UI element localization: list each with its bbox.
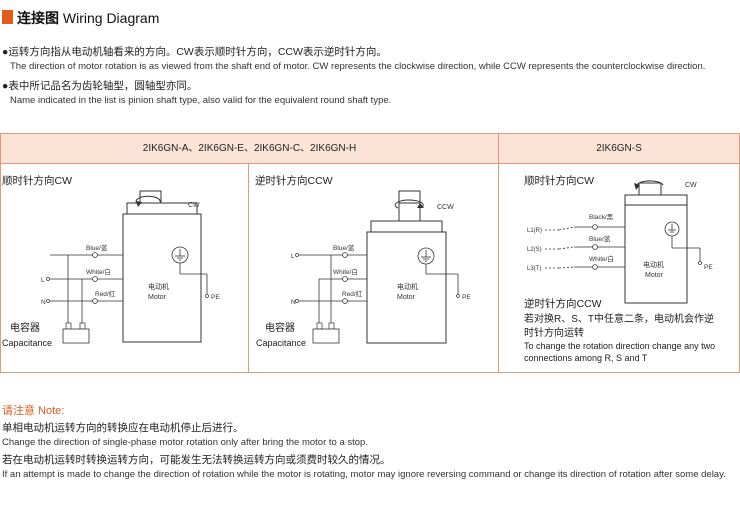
wiring-table: 2IK6GN-A、2IK6GN-E、2IK6GN-C、2IK6GN-H 2IK6… [0, 133, 740, 373]
note-line-3: 若在电动机运转时转换运转方向，可能发生无法转换运转方向或须费时较久的情况。 [2, 454, 391, 466]
motor-body [122, 190, 202, 343]
motor-label-en: Motor [397, 294, 416, 301]
ccw-title: 逆时针方向CCW [524, 297, 602, 310]
capacitor-label-cn: 电容器 [10, 321, 40, 334]
ccw-note-cn-1: 若对换R、S、T中任意二条，电动机会作逆 [524, 312, 714, 325]
intro-line-2: The direction of motor rotation is as vi… [10, 61, 706, 72]
wire-white-label: White/白 [589, 254, 614, 263]
wire-blue-label: Blue/蓝 [333, 243, 355, 252]
terminal-white [592, 264, 598, 270]
motor-body [624, 182, 688, 304]
panel-cw-diagram: 顺时针方向CW CW PE 电动机 Motor Blue/蓝 White/白 R… [2, 174, 220, 348]
wire-white-label: White/白 [86, 267, 111, 276]
terminal-white [342, 276, 348, 282]
arrowhead-icon [634, 183, 640, 190]
intro-line-4: Name indicated in the list is pinion sha… [10, 95, 392, 106]
terminal-blue [342, 252, 348, 258]
table-header-right: 2IK6GN-S [498, 133, 740, 164]
rotation-arrow-icon [394, 199, 424, 209]
n-terminal-label: N [41, 299, 46, 306]
title-cn: 连接图 [17, 10, 59, 26]
ccw-note-en-2: connections among R, S and T [524, 353, 648, 363]
motor-body [366, 190, 447, 344]
note-line-4: If an attempt is made to change the dire… [2, 469, 726, 480]
motor-label-cn: 电动机 [643, 260, 664, 269]
terminal-red [92, 298, 98, 304]
pe-label: PE [211, 294, 220, 301]
terminal-white [92, 276, 98, 282]
capacitor-label-en: Capacitance [256, 338, 306, 348]
panel-ccw-diagram: 逆时针方向CCW CCW PE 电动机 Motor Blue/蓝 White/白… [255, 174, 471, 348]
n-terminal-label: N [291, 299, 296, 306]
wire-blue-label: Blue/蓝 [589, 234, 611, 243]
panel-cw-title: 顺时针方向CW [2, 174, 72, 187]
ccw-note-cn-2: 时针方向运转 [524, 326, 584, 339]
capacitor-label-cn: 电容器 [265, 321, 295, 334]
capacitor-icon [312, 322, 340, 344]
rotation-label: CW [188, 202, 200, 209]
table-divider [248, 163, 249, 373]
l3-terminal-label: L3(T) [527, 266, 541, 272]
note-line-2: Change the direction of single-phase mot… [2, 437, 368, 448]
intro-line-1: ●运转方向指从电动机轴看来的方向。CW表示顺时针方向，CCW表示逆时针方向。 [2, 46, 387, 58]
l-terminal-label: L [291, 253, 295, 260]
capacitor-icon [62, 322, 90, 344]
wire-white-label: White/白 [333, 267, 358, 276]
terminal-blue [92, 252, 98, 258]
pe-label: PE [462, 294, 471, 301]
page-title: 连接图 Wiring Diagram [17, 8, 159, 28]
rotation-label: CW [685, 182, 697, 189]
motor-label-en: Motor [148, 294, 167, 301]
motor-label-en: Motor [645, 272, 664, 279]
l2-terminal-label: L2(S) [527, 247, 542, 253]
l1-terminal-label: L1(R) [527, 228, 542, 234]
motor-label-cn: 电动机 [148, 282, 169, 291]
terminal-red [342, 298, 348, 304]
l-terminal-label: L [41, 277, 45, 284]
title-en: Wiring Diagram [62, 10, 160, 26]
intro-line-3: ●表中所记品名为齿轮轴型，圆轴型亦同。 [2, 80, 198, 92]
motor-label-cn: 电动机 [397, 282, 418, 291]
note-line-1: 单相电动机运转方向的转换应在电动机停止后进行。 [2, 422, 244, 434]
header-accent-bar [2, 10, 13, 24]
capacitor-label-en: Capacitance [2, 338, 52, 348]
wire-red-label: Red/红 [95, 289, 116, 298]
ccw-note-en-1: To change the rotation direction change … [524, 341, 715, 351]
note-title: 请注意 Note: [2, 405, 65, 417]
terminal-black [592, 224, 598, 230]
terminal-blue [592, 244, 598, 250]
panel-s-title: 顺时针方向CW [524, 174, 594, 187]
wire-blue-label: Blue/蓝 [86, 243, 108, 252]
arrowhead-icon [417, 203, 424, 208]
rotation-label: CCW [437, 204, 454, 211]
rotation-arrow-icon [135, 195, 161, 205]
table-header-left: 2IK6GN-A、2IK6GN-E、2IK6GN-C、2IK6GN-H [0, 133, 499, 164]
wire-black-label: Black/黑 [589, 213, 614, 221]
wire-red-label: Red/红 [342, 289, 363, 298]
pe-label: PE [704, 264, 713, 271]
panel-s-diagram: 顺时针方向CW CW PE 电动机 Motor Black/黑 Blue/蓝 W… [524, 174, 715, 363]
panel-ccw-title: 逆时针方向CCW [255, 174, 333, 187]
arrowhead-icon [136, 201, 142, 207]
